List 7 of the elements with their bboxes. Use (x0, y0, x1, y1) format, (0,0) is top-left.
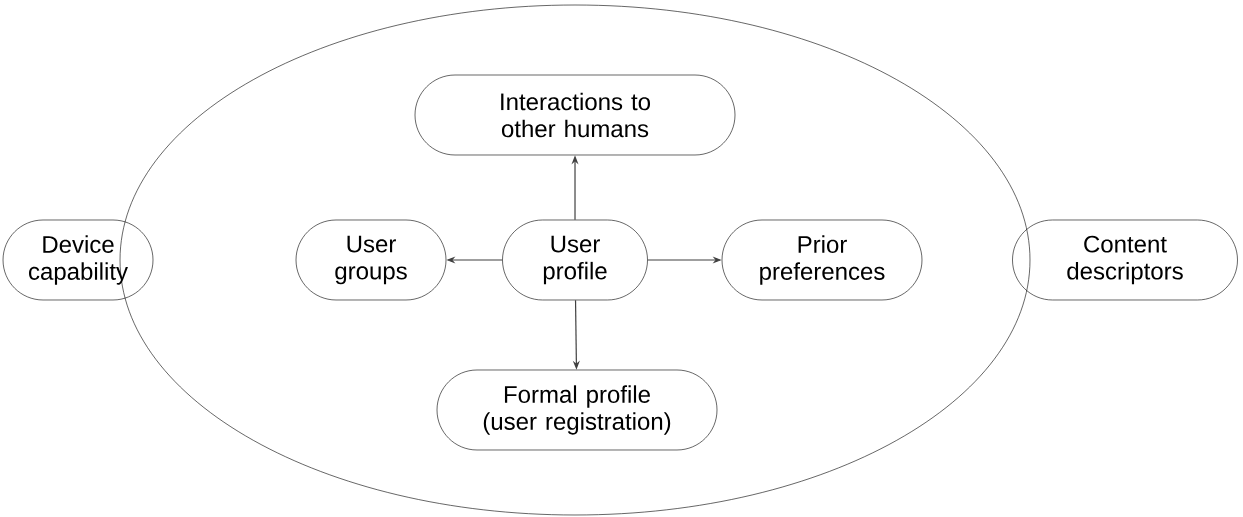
rounded-box: Formal profile (user registration) (436, 369, 718, 451)
rounded-box: User profile (502, 219, 648, 301)
rounded-box: Content descriptors (1012, 219, 1238, 301)
rounded-box: Device capability (2, 219, 154, 301)
rounded-box: User groups (295, 219, 447, 301)
rounded-box: Interactions to other humans (414, 74, 736, 156)
rounded-box: Prior preferences (721, 219, 923, 301)
